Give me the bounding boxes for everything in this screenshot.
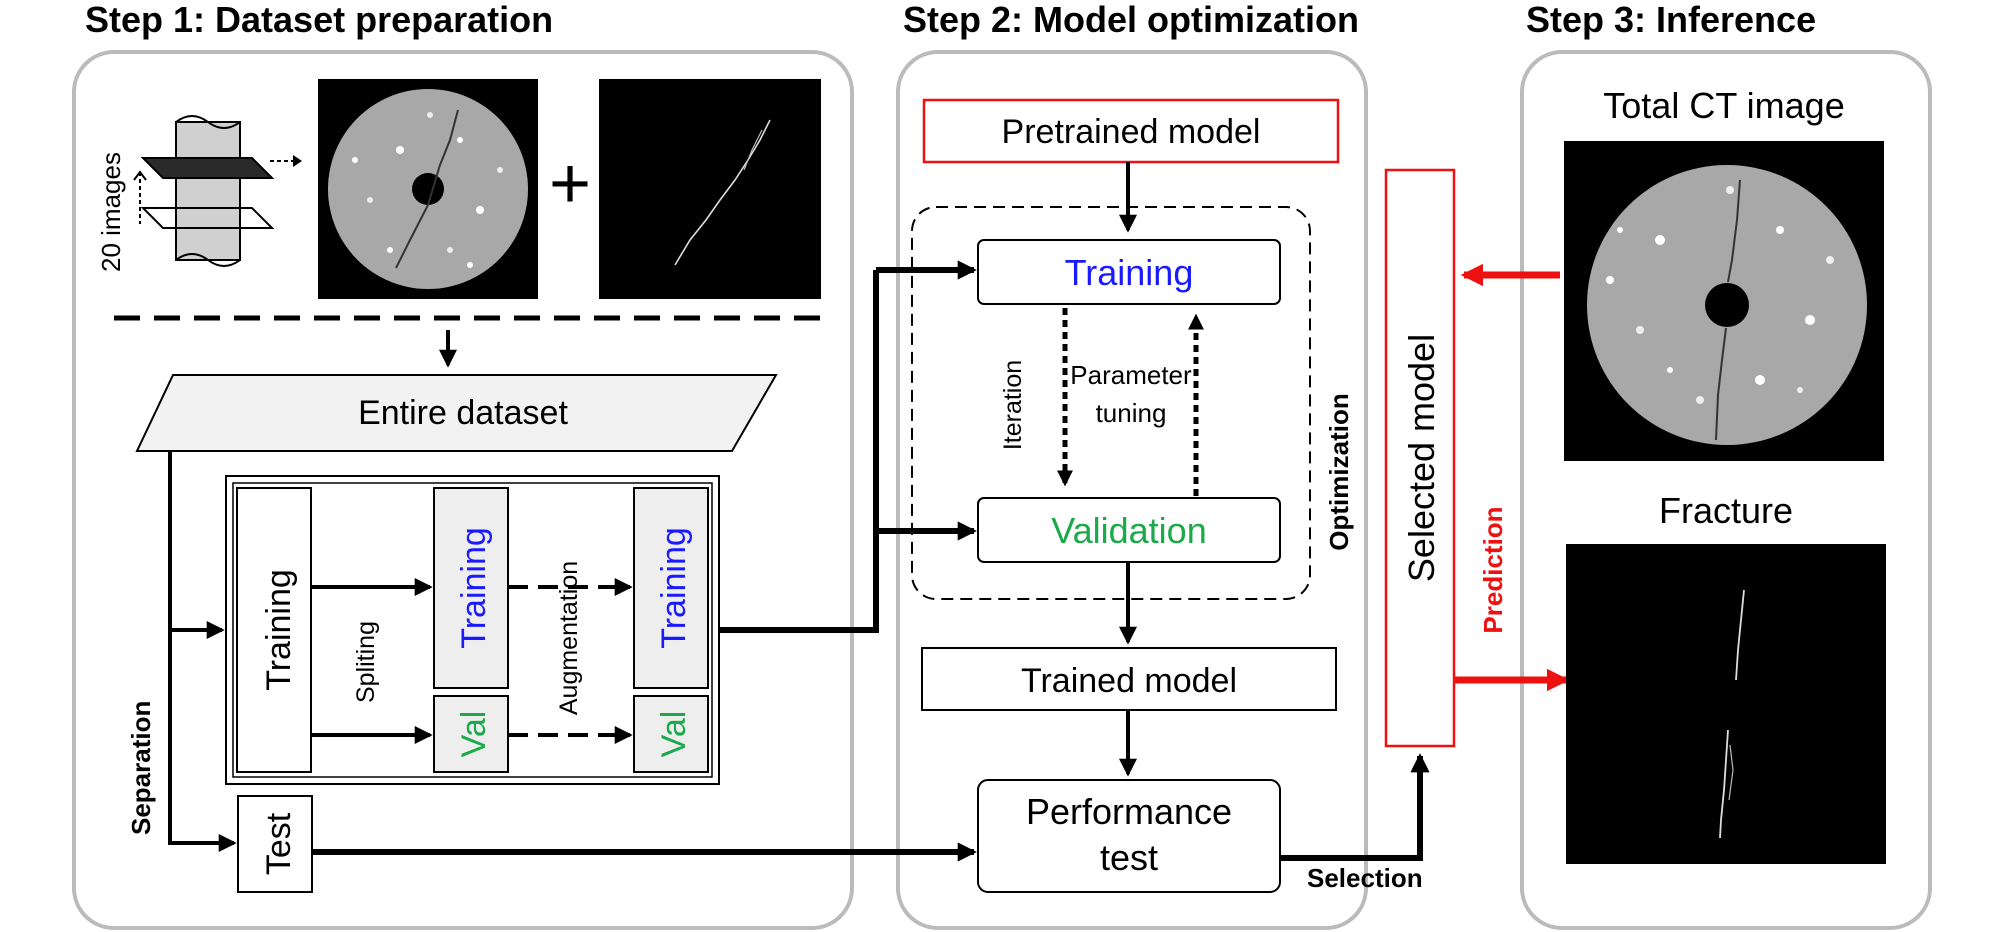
performance-test-label-line2: test [1100, 837, 1158, 878]
training-box [977, 239, 1281, 305]
step3-title: Step 3: Inference [1526, 0, 1816, 40]
test-box [237, 795, 313, 893]
split-training-label: Training [455, 527, 493, 649]
parameter-tuning-label-line2: tuning [1096, 398, 1167, 428]
aug-val-box [633, 695, 709, 773]
selection-label: Selection [1307, 863, 1423, 893]
validation-label: Validation [1051, 510, 1206, 551]
entire-dataset-shape [135, 374, 778, 452]
separation-connector [168, 451, 237, 852]
performance-test-box [977, 779, 1281, 893]
fracture-prediction-image [1566, 544, 1886, 864]
cylinder-slice-icon [133, 115, 302, 267]
selection-arrow [1280, 753, 1430, 861]
step1-title: Step 1: Dataset preparation [85, 0, 553, 40]
augmentation-label: Augmentation [555, 561, 583, 715]
split-val-label: Val [455, 711, 493, 758]
pretrained-model-label: Pretrained model [1002, 113, 1261, 151]
performance-test-label-line1: Performance [1026, 791, 1232, 832]
trained-model-label: Trained model [1021, 662, 1237, 700]
plus-sign: + [549, 144, 591, 224]
optimization-label: Optimization [1324, 393, 1354, 550]
training-to-model-connector [719, 270, 879, 633]
separation-label: Separation [126, 701, 156, 835]
training-label: Training [1065, 252, 1194, 293]
step2-panel [896, 50, 1368, 930]
entire-dataset-label: Entire dataset [358, 394, 568, 432]
selected-model-box [1384, 168, 1456, 748]
trained-model-box [921, 647, 1337, 711]
fracture-mask-image [599, 79, 821, 299]
split-val-box [433, 695, 509, 773]
spliting-label: Spliting [352, 621, 380, 703]
step2-title: Step 2: Model optimization [903, 0, 1359, 40]
pretrained-model-box [922, 98, 1340, 164]
parameter-tuning-label-line1: Parameter [1070, 360, 1192, 390]
total-ct-image [1564, 141, 1884, 461]
images-count-label: 20 images [96, 152, 126, 272]
aug-training-box [633, 487, 709, 689]
total-ct-image-label: Total CT image [1603, 85, 1844, 126]
aug-training-label: Training [655, 527, 693, 649]
step1-panel [72, 50, 854, 930]
ct-slice-image [318, 79, 538, 299]
selected-model-label: Selected model [1401, 334, 1442, 582]
iteration-label: Iteration [999, 360, 1027, 450]
test-label: Test [260, 812, 298, 875]
fracture-label: Fracture [1659, 490, 1793, 531]
training-block [236, 487, 312, 773]
split-training-box [433, 487, 509, 689]
optimization-loop-box [911, 206, 1311, 600]
training-block-label: Training [260, 569, 298, 691]
prediction-label: Prediction [1478, 506, 1508, 633]
step3-panel [1520, 50, 1932, 930]
aug-val-label: Val [655, 711, 693, 758]
